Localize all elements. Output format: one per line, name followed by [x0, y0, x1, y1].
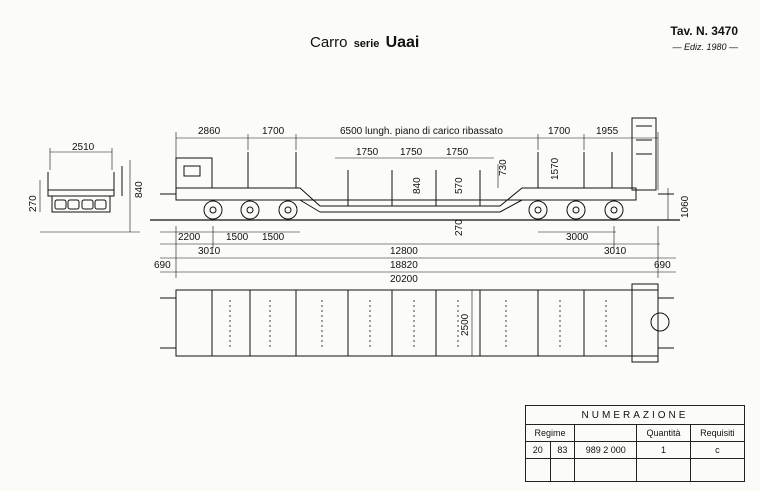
numerazione-table: NUMERAZIONE Regime Quantità Requisiti 20…	[524, 405, 746, 482]
numerazione-heading: NUMERAZIONE	[525, 405, 745, 425]
dim-270-end: 270	[28, 195, 39, 212]
dim-1500-b: 1500	[262, 232, 285, 243]
dim-20200: 20200	[390, 274, 418, 285]
dim-3010-right: 3010	[604, 246, 627, 257]
dim-1570: 1570	[550, 157, 561, 180]
dim-3010-left: 3010	[198, 246, 221, 257]
dim-2860: 2860	[198, 126, 221, 137]
dim-load-length: 6500 lungh. piano di carico ribassato	[340, 126, 503, 137]
dim-18820: 18820	[390, 260, 418, 271]
dim-1500-a: 1500	[226, 232, 249, 243]
dim-12800: 12800	[390, 246, 418, 257]
edition-label: — Ediz. 1980 —	[672, 42, 738, 52]
dim-1955: 1955	[596, 126, 619, 137]
dim-690-right: 690	[654, 260, 671, 271]
side-view	[150, 117, 680, 278]
col-regime: Regime	[524, 424, 576, 442]
dim-3000: 3000	[566, 232, 589, 243]
dim-2510: 2510	[72, 142, 95, 153]
dim-1750-c: 1750	[446, 147, 469, 158]
dim-840-end: 840	[134, 181, 145, 198]
dim-730: 730	[498, 159, 509, 176]
dim-840: 840	[412, 177, 423, 194]
drawing-title: Carro serie Uaai	[310, 34, 420, 51]
dim-570: 570	[454, 177, 465, 194]
dim-270-side: 270	[454, 219, 465, 236]
dim-1700-left: 1700	[262, 126, 285, 137]
table-row: 20 83 989 2 000 1 c	[525, 441, 746, 459]
dim-1750-a: 1750	[356, 147, 379, 158]
dim-1750-b: 1750	[400, 147, 423, 158]
dim-2200: 2200	[178, 232, 201, 243]
dim-690-left: 690	[154, 260, 171, 271]
dim-1700-right: 1700	[548, 126, 571, 137]
plan-view	[160, 283, 674, 363]
dim-2500: 2500	[460, 313, 471, 336]
dim-1060: 1060	[680, 195, 691, 218]
col-quantita: Quantità	[636, 424, 691, 442]
plate-number: Tav. N. 3470	[670, 24, 738, 38]
end-view	[39, 148, 140, 233]
col-requisiti: Requisiti	[689, 424, 746, 442]
